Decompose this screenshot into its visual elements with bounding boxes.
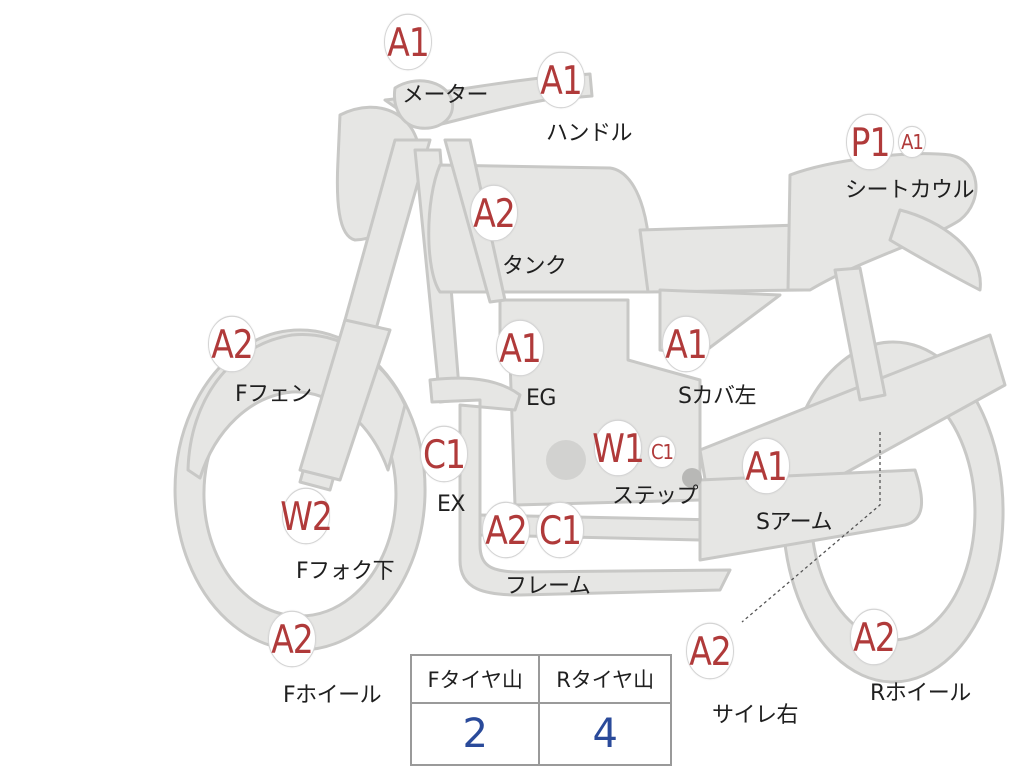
step-peg-circle (682, 468, 702, 488)
rear-stay-shape (833, 266, 887, 402)
badge-handle-1: A1 (537, 51, 585, 109)
badge-frame-1: A2 (482, 501, 530, 559)
engine-cover-circle (546, 440, 586, 480)
badge-front-wheel-1: A2 (268, 610, 316, 668)
label-engine: EG (526, 386, 556, 411)
badge-front-fender-1: A2 (208, 315, 256, 373)
seat-shape (638, 223, 807, 294)
label-handle: ハンドル (546, 121, 633, 146)
label-front-wheel: Fホイール (283, 683, 382, 708)
label-meter: メーター (402, 83, 489, 108)
badge-step-1: W1 (592, 419, 645, 477)
header-rear-tire-tread: Rタイヤ山 (538, 654, 672, 704)
label-seat-cowl: シートカウル (845, 178, 975, 203)
label-muffler-right: サイレ右 (712, 703, 799, 728)
label-rear-wheel: Rホイール (870, 681, 971, 706)
badge-seat-cowl-1: P1 (846, 113, 894, 171)
badge-engine-1: A1 (496, 319, 544, 377)
badge-meter-1: A1 (384, 13, 432, 71)
badge-seat-cowl-2: A1 (898, 125, 926, 159)
badge-side-cover-left-1: A1 (662, 315, 710, 373)
label-front-fork-lower: Fフォク下 (296, 559, 395, 584)
front-fork-lower-shape (298, 318, 392, 482)
meter-shape (392, 79, 455, 130)
label-swing-arm: Sアーム (756, 510, 833, 535)
leader-line (741, 432, 881, 623)
label-tank: タンク (502, 254, 567, 279)
label-frame: フレーム (505, 574, 591, 599)
value-rear-tire-tread: 4 (538, 702, 672, 766)
table-value-row: 2 4 (409, 702, 672, 766)
tire-tread-table: Fタイヤ山 Rタイヤ山 2 4 (409, 654, 672, 766)
header-front-tire-tread: Fタイヤ山 (409, 654, 541, 704)
badge-swing-arm-1: A1 (742, 437, 790, 495)
badge-exhaust-1: C1 (420, 425, 468, 483)
label-front-fender: Fフェン (235, 382, 312, 407)
badge-frame-2: C1 (536, 501, 584, 559)
tail-light-shape (888, 208, 982, 292)
badge-front-fork-lower-1: W2 (280, 487, 333, 545)
frame-shape-2 (428, 376, 732, 597)
value-front-tire-tread: 2 (409, 702, 541, 766)
badge-step-2: C1 (648, 435, 676, 469)
table-header-row: Fタイヤ山 Rタイヤ山 (409, 654, 672, 704)
badge-rear-wheel-1: A2 (850, 608, 898, 666)
muffler-shape (698, 468, 924, 562)
badge-tank-1: A2 (470, 184, 518, 242)
label-step: ステップ (612, 484, 699, 509)
label-exhaust: EX (437, 492, 465, 517)
label-side-cover-left: Sカバ左 (678, 384, 756, 409)
badge-muffler-right-1: A2 (686, 622, 734, 680)
